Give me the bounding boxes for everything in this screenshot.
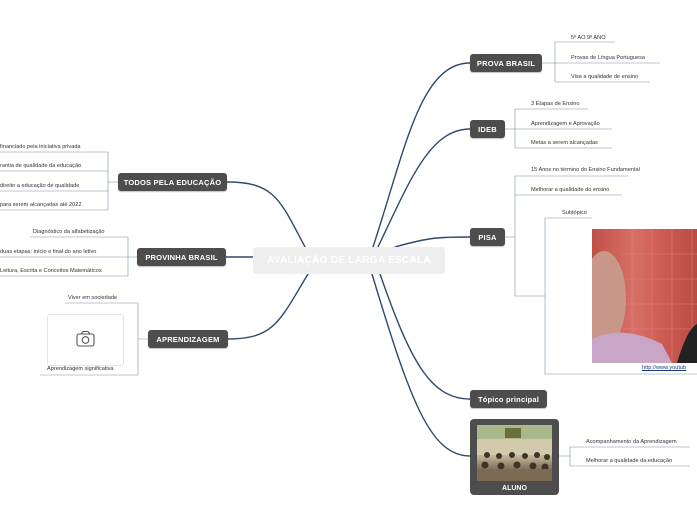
subtopic-qualidade-ensino[interactable]: Visa a qualidade de ensino: [571, 74, 639, 80]
subtopic-garantia-qualidade[interactable]: rantia de qualidade da educação: [0, 163, 82, 169]
subtopic-viver-sociedade[interactable]: Viver em sociedade: [68, 295, 118, 301]
subtopic-leitura-escrita[interactable]: Leitura, Escrita e Conceitos Matemáticos: [0, 268, 102, 274]
subtopic-5-9-ano[interactable]: 5º AO 9º ANO: [571, 35, 606, 41]
node-label: APRENDIZAGEM: [156, 334, 220, 344]
subtopic-direito-educacao[interactable]: direito a educação de qualidade: [0, 183, 80, 189]
subtopic-duas-etapas[interactable]: duas etapas: início e final do ano letiv…: [0, 249, 97, 255]
node-todos-pela-educacao[interactable]: TODOS PELA EDUCAÇÃO: [118, 173, 227, 191]
subtopic-melhorar-ensino[interactable]: Melhorar a qualidade do ensino: [531, 187, 610, 193]
node-ideb[interactable]: IDEB: [470, 120, 505, 138]
aluno-classroom-photo: [477, 425, 552, 481]
pisa-video-image[interactable]: [592, 229, 697, 363]
subtopic-aprendizagem-significativa[interactable]: Aprendizagem significativa: [47, 366, 114, 372]
node-label: PROVA BRASIL: [476, 58, 536, 68]
node-aprendizagem[interactable]: APRENDIZAGEM: [148, 330, 228, 348]
camera-icon: [76, 330, 95, 347]
node-prova-brasil[interactable]: PROVA BRASIL: [470, 54, 542, 72]
node-label: PISA: [478, 232, 497, 242]
subtopic-metas-2022[interactable]: para serem alcançadas até 2022: [0, 202, 82, 208]
subtopic-provas-lingua[interactable]: Provas de Língua Portuguesa: [571, 55, 646, 61]
pisa-video-link[interactable]: http://www.youtub: [642, 365, 687, 371]
subtopic-aprendizagem-aprovacao[interactable]: Aprendizagem e Aprovação: [531, 121, 600, 127]
subtopic-diagnostico[interactable]: Diagnóstico da alfabetização: [33, 229, 105, 235]
node-label: PROVINHA BRASIL: [145, 252, 218, 262]
node-label: IDEB: [478, 124, 497, 134]
subtopic-15-anos[interactable]: 15 Anos no término do Ensino Fundamental: [531, 167, 640, 173]
subtopic-3-etapas[interactable]: 3 Etapas de Ensino: [531, 101, 580, 107]
node-provinha-brasil[interactable]: PROVINHA BRASIL: [137, 248, 226, 266]
central-topic[interactable]: AVALIAÇÃO DE LARGA ESCALA: [253, 247, 445, 274]
image-placeholder[interactable]: [47, 314, 124, 366]
subtopic-acompanhamento[interactable]: Acompanhamento da Aprendizagem: [586, 439, 677, 445]
subtopic-metas[interactable]: Metas a serem alcançadas: [531, 140, 598, 146]
subtopic-iniciativa-privada[interactable]: financiado pela iniciativa privada: [0, 144, 81, 150]
node-label: Tópico principal: [477, 394, 540, 404]
video-thumbnail-icon: [592, 229, 697, 363]
node-label: TODOS PELA EDUCAÇÃO: [123, 177, 222, 187]
node-label: ALUNO: [502, 485, 527, 492]
node-pisa[interactable]: PISA: [470, 228, 505, 246]
subtopic-subtopico[interactable]: Subtópico: [562, 210, 587, 216]
subtopic-melhorar-educacao[interactable]: Melhorar a qualidade da educação: [586, 458, 673, 464]
node-topico-principal[interactable]: Tópico principal: [470, 390, 547, 408]
node-aluno[interactable]: ALUNO: [470, 419, 559, 495]
